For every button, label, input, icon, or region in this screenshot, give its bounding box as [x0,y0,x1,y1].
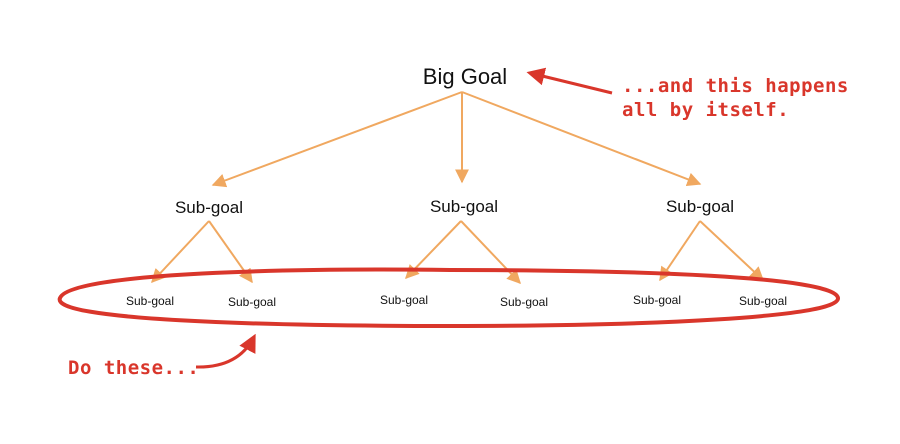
connector-subgoal-2-right [460,220,521,285]
connector-subgoal-3-right [699,220,765,281]
leaf-subgoal-3a-label: Sub-goal [633,293,681,307]
connector-subgoal-1-left [151,220,210,284]
subgoal-3-label: Sub-goal [666,197,734,216]
annotation-top-line-1: ...and this happens [622,75,849,97]
leaf-subgoal-1a-label: Sub-goal [126,294,174,308]
leaf-subgoal-2a-label: Sub-goal [380,293,428,307]
leaf-subgoal-1b-label: Sub-goal [228,295,276,309]
annotation-arrow-top [526,67,613,95]
leaf-connectors [151,220,765,285]
annotation-top-line-2: all by itself. [622,99,789,121]
subgoal-1-label: Sub-goal [175,198,243,217]
highlight-ellipse [57,267,840,329]
connector-root-to-subgoal-1 [211,91,463,188]
connector-subgoal-3-left [659,220,701,282]
root-node-label: Big Goal [423,64,507,89]
leaf-subgoal-2b-label: Sub-goal [500,295,548,309]
leaf-subgoal-3b-label: Sub-goal [739,294,787,308]
root-connectors [211,91,702,188]
subgoal-2-label: Sub-goal [430,197,498,216]
connector-root-to-subgoal-3 [461,91,702,186]
annotation-bottom: Do these... [68,357,199,379]
annotation-arrow-bottom [195,333,256,369]
